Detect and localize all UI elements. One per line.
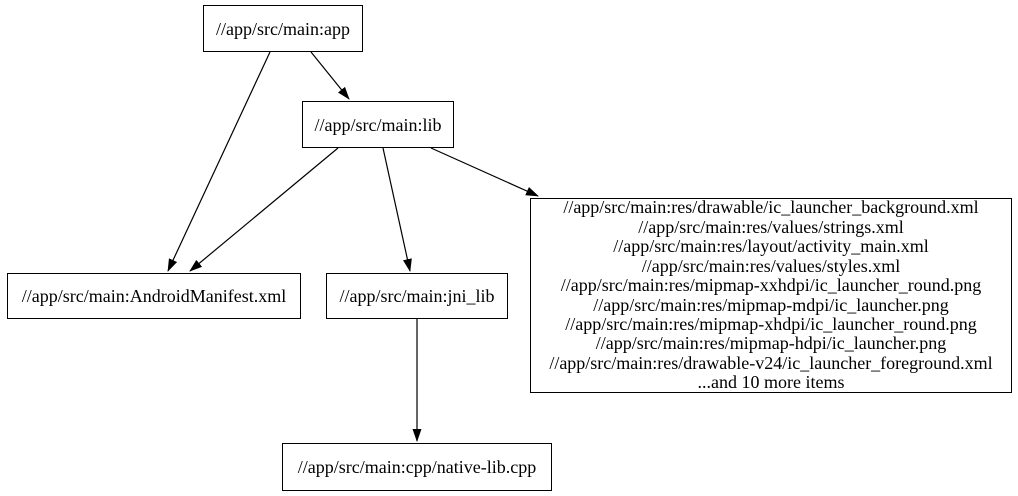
node-app-label: //app/src/main:app xyxy=(216,18,350,39)
edge-lib-to-jni-lib xyxy=(382,147,412,272)
node-native-lib-cpp: //app/src/main:cpp/native-lib.cpp xyxy=(282,443,552,491)
edge-lib-to-manifest xyxy=(189,147,339,272)
node-native-lib-cpp-label: //app/src/main:cpp/native-lib.cpp xyxy=(297,457,537,477)
res-item: //app/src/main:res/values/styles.xml xyxy=(641,255,901,276)
res-item: //app/src/main:res/layout/activity_main.… xyxy=(613,236,929,257)
edge-lib-to-res-group xyxy=(430,147,539,197)
res-item: //app/src/main:res/mipmap-xhdpi/ic_launc… xyxy=(565,313,977,334)
node-jni-lib: //app/src/main:jni_lib xyxy=(326,273,508,319)
node-jni-lib-label: //app/src/main:jni_lib xyxy=(339,286,495,306)
res-item: //app/src/main:res/drawable-v24/ic_launc… xyxy=(549,352,993,373)
res-more-items: ...and 10 more items xyxy=(697,372,845,393)
node-res-group: //app/src/main:res/drawable/ic_launcher_… xyxy=(530,198,1012,393)
node-lib-label: //app/src/main:lib xyxy=(314,114,442,135)
edge-app-to-manifest xyxy=(167,51,271,272)
res-item: //app/src/main:res/drawable/ic_launcher_… xyxy=(563,197,979,218)
node-android-manifest: //app/src/main:AndroidManifest.xml xyxy=(7,273,301,319)
res-item: //app/src/main:res/mipmap-xxhdpi/ic_laun… xyxy=(560,275,982,296)
edge-app-to-lib xyxy=(310,51,350,100)
node-android-manifest-label: //app/src/main:AndroidManifest.xml xyxy=(21,286,287,306)
node-lib: //app/src/main:lib xyxy=(302,101,454,148)
res-item: //app/src/main:res/mipmap-hdpi/ic_launch… xyxy=(595,333,947,354)
res-item: //app/src/main:res/mipmap-mdpi/ic_launch… xyxy=(593,294,949,315)
res-item: //app/src/main:res/values/strings.xml xyxy=(638,216,904,237)
node-app: //app/src/main:app xyxy=(203,5,363,52)
